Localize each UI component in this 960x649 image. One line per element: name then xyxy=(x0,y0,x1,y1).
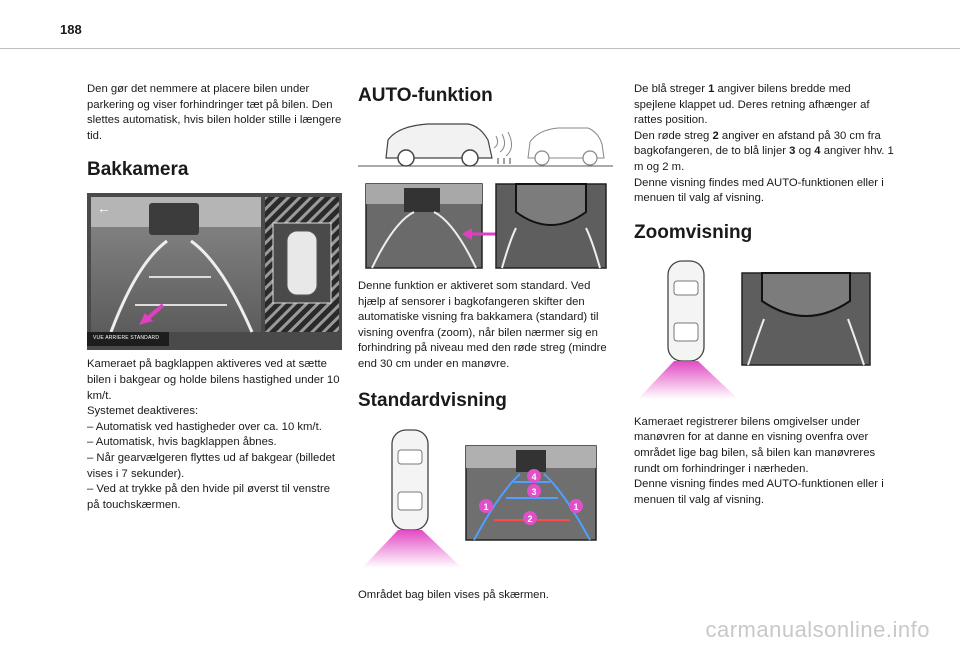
body-line-2: Systemet deaktiveres: xyxy=(87,405,199,418)
column-3: De blå streger 1 angiver bilens bredde m… xyxy=(634,82,894,508)
standard-view-text: Området bag bilen vises på skærmen. xyxy=(358,588,549,601)
heading-bakkamera: Bakkamera xyxy=(87,159,189,181)
top-rule xyxy=(0,48,960,49)
availability-text-2: Denne visning findes med AUTO-funktionen… xyxy=(634,478,884,506)
auto-function-image xyxy=(358,123,613,269)
zoom-view-figure xyxy=(634,257,894,403)
page-number: 188 xyxy=(60,22,82,37)
heading-zoomvisning: Zoomvisning xyxy=(634,221,753,243)
back-arrow-icon[interactable]: ← xyxy=(97,200,111,216)
red-line-text: Den røde streg 2 angiver en afstand på 3… xyxy=(634,129,894,173)
camera-view-beam xyxy=(362,529,462,568)
body-line-3: – Automatisk ved hastigheder over ca. 10… xyxy=(87,420,322,433)
blue-lines-text: De blå streger 1 angiver bilens bredde m… xyxy=(634,83,870,127)
car-topview-icon xyxy=(286,230,318,296)
auto-function-figure xyxy=(358,118,613,273)
heading-auto-funktion: AUTO-funktion xyxy=(358,85,493,106)
marker-1-left: 1 xyxy=(483,502,488,512)
car-topview-icon xyxy=(667,260,705,362)
marker-2: 2 xyxy=(527,514,532,524)
zoom-view-image xyxy=(638,260,871,399)
zoom-view-text: Kameraet registrerer bilens omgivelser u… xyxy=(634,415,876,475)
marker-1-right: 1 xyxy=(573,502,578,512)
auto-function-text: Denne funktion er aktiveret som standard… xyxy=(358,280,607,370)
body-line-6: – Ved at trykke på den hvide pil øverst … xyxy=(87,483,331,511)
intro-paragraph: Den gør det nemmere at placere bilen und… xyxy=(87,83,342,142)
pointer-arrow-icon xyxy=(139,313,153,326)
rear-camera-screen-image: ← xyxy=(87,193,342,351)
standard-view-figure: 1 2 3 4 1 xyxy=(358,426,613,572)
watermark: carmanualsonline.info xyxy=(705,617,930,642)
double-arrow-icon xyxy=(462,228,472,240)
rear-camera-screen-figure: ← VUE ARRIERE STANDARD xyxy=(87,193,342,351)
camera-view-beam xyxy=(638,360,738,399)
standard-view-image: 1 2 3 4 1 xyxy=(362,428,597,568)
obstacle-car-icon xyxy=(527,127,605,159)
column-1: Den gør det nemmere at placere bilen und… xyxy=(87,82,342,513)
body-line-4: – Automatisk, hvis bagklappen åbnes. xyxy=(87,436,277,449)
marker-3: 3 xyxy=(531,487,536,497)
marker-4: 4 xyxy=(531,472,536,482)
availability-text-1: Denne visning findes med AUTO-funktionen… xyxy=(634,176,884,205)
car-side-view-icon xyxy=(385,123,493,159)
body-line-5: – Når gearvælgeren flyttes ud af bakgear… xyxy=(87,451,336,480)
heading-standardvisning: Standardvisning xyxy=(358,389,507,411)
screen-banner-label: VUE ARRIERE STANDARD xyxy=(93,335,160,342)
car-topview-icon xyxy=(391,428,429,531)
body-line-1: Kameraet på bagklappen aktiveres ved at … xyxy=(87,358,340,402)
column-2: AUTO-funktion xyxy=(358,82,613,603)
